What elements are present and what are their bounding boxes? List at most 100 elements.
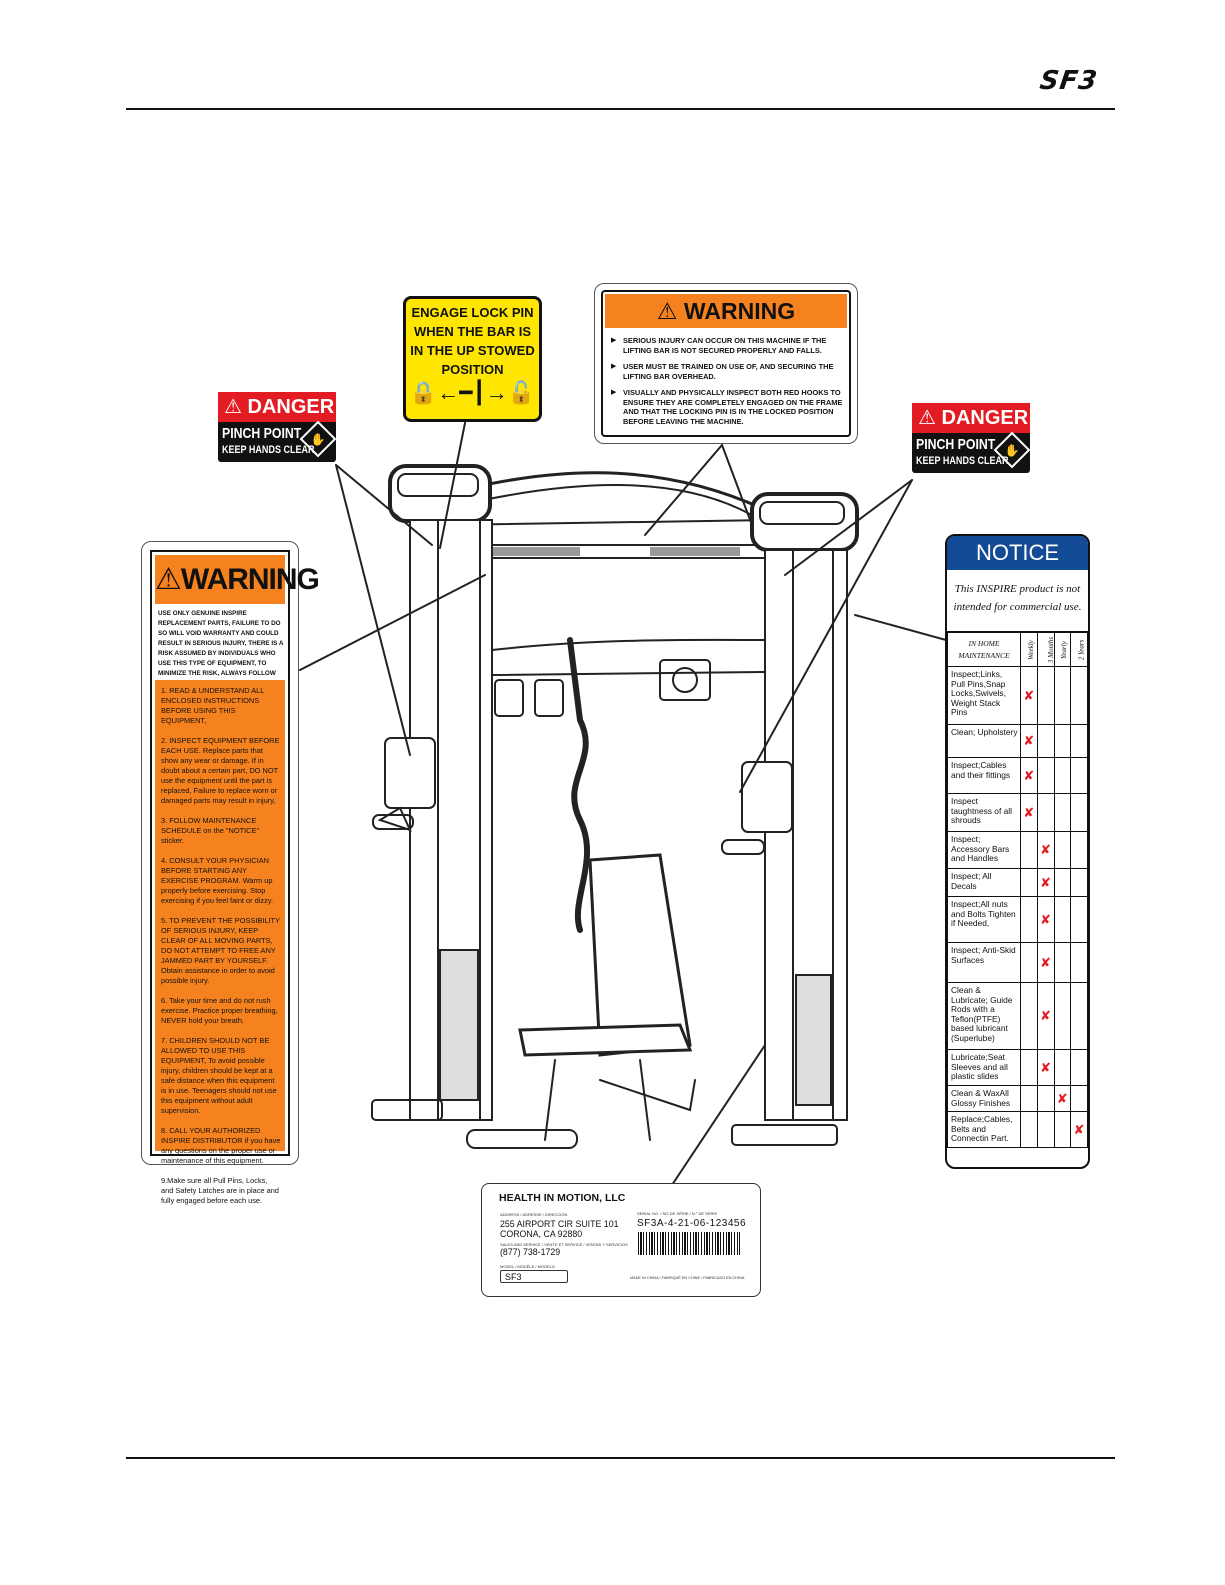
maintenance-mark-icon: ✘: [1020, 724, 1038, 758]
maintenance-row: Inspect; All Decals✘: [947, 868, 1088, 897]
maintenance-empty-cell: [1053, 982, 1072, 1050]
maintenance-mark-icon: ✘: [1036, 831, 1055, 869]
maintenance-empty-cell: [1036, 666, 1055, 725]
keep-hands-clear-text: KEEP HANDS CLEAR: [916, 455, 1009, 467]
warning-list: SERIOUS INJURY CAN OCCUR ON THIS MACHINE…: [611, 336, 843, 433]
maintenance-empty-cell: [1070, 1049, 1088, 1086]
maintenance-mark-icon: ✘: [1070, 1111, 1088, 1148]
footer-rule: [126, 1457, 1115, 1459]
lock-pin-line: POSITION: [441, 362, 504, 377]
maintenance-task: Clean; Upholstery: [947, 724, 1021, 758]
model-caption: MODEL / MODÈLE / MODELO: [500, 1264, 555, 1269]
maintenance-empty-cell: [1020, 868, 1038, 897]
model-value: SF3: [500, 1270, 568, 1283]
maintenance-empty-cell: [1020, 1111, 1038, 1148]
address-line: CORONA, CA 92880: [500, 1229, 583, 1239]
maintenance-task: Inspect;All nuts and Bolts Tighten if Ne…: [947, 896, 1021, 943]
serial-caption: SERIAL NO. / NO DE SÉRIE / N.° DE SERIE: [637, 1211, 718, 1216]
pinch-point-text: PINCH POINT: [916, 436, 996, 453]
serial-value: SF3A-4-21-06-123456: [637, 1218, 747, 1229]
warning-triangle-icon: ⚠: [224, 396, 242, 418]
maintenance-row: Inspect taughtness of all shrouds✘: [947, 793, 1088, 832]
maintenance-empty-cell: [1053, 942, 1072, 983]
notice-subtitle: This INSPIRE product is not intended for…: [947, 570, 1088, 632]
maintenance-empty-cell: [1020, 982, 1038, 1050]
maintenance-empty-cell: [1020, 942, 1038, 983]
maintenance-mark-icon: ✘: [1036, 896, 1055, 943]
pin-icon: ━┃: [459, 380, 486, 405]
warning-rules: 1. READ & UNDERSTAND ALL ENCLOSED INSTRU…: [155, 680, 285, 1205]
maintenance-task: Inspect; Accessory Bars and Handles: [947, 831, 1021, 869]
notice-maintenance-sticker: NOTICE This INSPIRE product is not inten…: [945, 534, 1090, 1169]
maintenance-task: Lubricate;Seat Sleeves and all plastic s…: [947, 1049, 1021, 1086]
maintenance-col-weekly: Weekly: [1020, 632, 1038, 667]
lock-pin-icons: 🔒←━┃→🔓: [409, 380, 536, 405]
maintenance-row: Inspect; Accessory Bars and Handles ✘: [947, 831, 1088, 869]
danger-body: PINCH POINT KEEP HANDS CLEAR ✋: [218, 420, 337, 462]
warning-rules-sticker: ⚠WARNING USE ONLY GENUINE INSPIRE REPLAC…: [141, 541, 320, 1205]
maintenance-empty-cell: [1070, 831, 1088, 869]
company-address: 255 AIRPORT CIR SUITE 101 CORONA, CA 928…: [500, 1219, 618, 1239]
warning-triangle-icon: ⚠: [656, 298, 678, 324]
warning-rule: 8. CALL YOUR AUTHORIZED INSPIRE DISTRIBU…: [161, 1126, 281, 1165]
maintenance-row: Inspect;Cables and their fittings✘: [947, 757, 1088, 794]
warning-rule: 7. CHILDREN SHOULD NOT BE ALLOWED TO USE…: [161, 1036, 277, 1115]
danger-pinch-point-sticker-left: ⚠ DANGER PINCH POINT KEEP HANDS CLEAR ✋: [218, 392, 337, 462]
maintenance-task: Inspect; Anti-Skid Surfaces: [947, 942, 1021, 983]
maintenance-empty-cell: [1020, 896, 1038, 943]
maintenance-row: Clean & WaxAll Glossy Finishes✘: [947, 1085, 1088, 1112]
lock-pin-line: WHEN THE BAR IS: [414, 324, 531, 339]
sales-caption: SALES AND SERVICE / VENTE ET SERVICE / V…: [500, 1242, 628, 1247]
company-name: HEALTH IN MOTION, LLC: [499, 1192, 626, 1204]
danger-header: ⚠ DANGER: [218, 392, 336, 422]
maintenance-row: Replace;Cables, Belts and Connectin Part…: [947, 1111, 1088, 1148]
maintenance-task: Inspect;Cables and their fittings: [947, 757, 1021, 794]
maintenance-col-task: IN HOME MAINTENANCE: [947, 632, 1021, 667]
maintenance-empty-cell: [1053, 868, 1072, 897]
maintenance-rows: Inspect;Links, Pull Pins,Snap Locks,Swiv…: [947, 666, 1088, 1148]
warning-rule: 4. CONSULT YOUR PHYSICIAN BEFORE STARTIN…: [161, 856, 274, 905]
lock-pin-line: ENGAGE LOCK PIN: [411, 305, 534, 320]
maintenance-empty-cell: [1053, 1111, 1072, 1148]
warning-title: WARNING: [180, 563, 320, 596]
serial-number-label: HEALTH IN MOTION, LLC ADDRESS / ADRESSE …: [481, 1183, 761, 1297]
maintenance-mark-icon: ✘: [1036, 982, 1055, 1050]
maintenance-empty-cell: [1053, 757, 1072, 794]
col-label: 2 Years: [1077, 639, 1086, 661]
maintenance-row: Inspect;All nuts and Bolts Tighten if Ne…: [947, 896, 1088, 943]
maintenance-empty-cell: [1070, 896, 1088, 943]
maintenance-col-yearly: Yearly: [1053, 632, 1072, 667]
maintenance-empty-cell: [1036, 793, 1055, 832]
warning-triangle-icon: ⚠: [155, 563, 182, 596]
maintenance-task: Inspect taughtness of all shrouds: [947, 793, 1021, 832]
warning-rule: 9.Make sure all Pull Pins, Locks, and Sa…: [161, 1176, 279, 1205]
company-phone: (877) 738-1729: [500, 1247, 561, 1257]
maintenance-empty-cell: [1020, 831, 1038, 869]
maintenance-empty-cell: [1070, 982, 1088, 1050]
maintenance-empty-cell: [1036, 724, 1055, 758]
maintenance-row: Inspect;Links, Pull Pins,Snap Locks,Swiv…: [947, 666, 1088, 725]
warning-rule: 1. READ & UNDERSTAND ALL ENCLOSED INSTRU…: [161, 686, 265, 725]
danger-title: DANGER: [247, 396, 335, 418]
maintenance-mark-icon: ✘: [1020, 757, 1038, 794]
maintenance-header-row: IN HOME MAINTENANCE Weekly 3 Months Year…: [947, 632, 1088, 667]
address-caption: ADDRESS / ADRESSE / DIRECCIÓN: [500, 1212, 568, 1217]
maintenance-empty-cell: [1020, 1049, 1038, 1086]
lock-pin-sticker: ENGAGE LOCK PIN WHEN THE BAR IS IN THE U…: [403, 296, 542, 422]
notice-title: NOTICE: [947, 536, 1088, 570]
maintenance-empty-cell: [1070, 666, 1088, 725]
maintenance-empty-cell: [1053, 896, 1072, 943]
maintenance-empty-cell: [1070, 942, 1088, 983]
address-line: 255 AIRPORT CIR SUITE 101: [500, 1219, 619, 1229]
col-label: 3 Months: [1046, 636, 1055, 664]
warning-lifting-bar-sticker: ⚠ WARNING SERIOUS INJURY CAN OCCUR ON TH…: [594, 283, 858, 444]
maintenance-task: Inspect;Links, Pull Pins,Snap Locks,Swiv…: [947, 666, 1021, 725]
danger-header: ⚠ DANGER: [912, 403, 1030, 433]
lock-open-icon: 🔓: [507, 380, 536, 405]
danger-pinch-point-sticker-right: ⚠ DANGER PINCH POINT KEEP HANDS CLEAR ✋: [912, 403, 1031, 473]
warning-item: SERIOUS INJURY CAN OCCUR ON THIS MACHINE…: [611, 336, 843, 355]
pinch-point-text: PINCH POINT: [222, 425, 302, 442]
maintenance-empty-cell: [1053, 1049, 1072, 1086]
warning-intro: USE ONLY GENUINE INSPIRE REPLACEMENT PAR…: [158, 610, 284, 687]
danger-body: PINCH POINT KEEP HANDS CLEAR ✋: [912, 431, 1031, 473]
